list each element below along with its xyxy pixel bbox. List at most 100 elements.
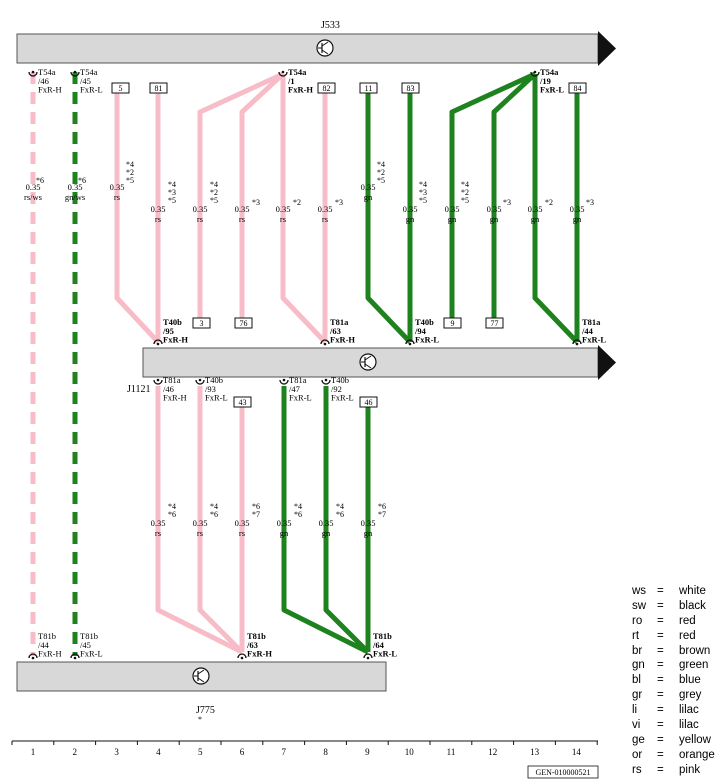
legend-equals: = <box>657 704 664 717</box>
terminal-box <box>111 82 130 94</box>
connector-label: /93 <box>205 384 216 394</box>
wire-color-code: rs <box>197 214 203 224</box>
legend-code: rs <box>632 763 642 776</box>
legend-color-name: orange <box>679 748 715 761</box>
connector-pin-icon <box>153 339 163 345</box>
wire-size: 0.35 <box>445 204 460 214</box>
legend-code: vi <box>632 719 641 732</box>
wire-footnote: *4 <box>377 160 385 169</box>
connector-label: T81b <box>38 631 56 641</box>
legend-equals: = <box>657 629 664 642</box>
connector-pin-dot <box>281 70 285 74</box>
connector-label: T40b <box>205 375 223 385</box>
terminal-number: 81 <box>155 84 163 93</box>
terminal-box <box>443 317 462 329</box>
connector-label: /45 <box>80 640 91 650</box>
wire-footnote: *6 <box>36 176 44 185</box>
wire-size: 0.35 <box>276 204 291 214</box>
connector-pin-dot <box>575 342 579 346</box>
transistor-collector <box>197 669 205 675</box>
terminal-box <box>568 82 587 94</box>
wire-size: 0.35 <box>110 182 125 192</box>
wire-color-code: rs <box>239 528 245 538</box>
legend-code: br <box>632 644 643 657</box>
transistor-icon <box>316 39 334 57</box>
connector-pin-dot <box>408 342 412 346</box>
wire-size: 0.35 <box>193 204 208 214</box>
transistor-circle <box>316 39 334 57</box>
wire-footnote: *2 <box>210 188 218 197</box>
wire-footnote: *2 <box>545 198 553 207</box>
column-number: 10 <box>405 747 415 757</box>
legend-color-name: black <box>679 599 706 612</box>
transistor-emitter <box>321 49 329 55</box>
connector-label: T40b <box>415 317 434 327</box>
wire-footnote: *6 <box>336 510 344 519</box>
legend-color-name: white <box>679 585 706 597</box>
connector-label: /95 <box>162 326 174 336</box>
legend-equals: = <box>657 674 664 687</box>
connector-label: FxR-H <box>163 335 188 345</box>
wire-size: 0.35 <box>26 182 41 192</box>
wire-footnote: *7 <box>378 510 386 519</box>
connector-label: /19 <box>539 76 551 86</box>
wire-footnote: *2 <box>126 168 134 177</box>
connector-pin-dot <box>282 378 286 382</box>
wire-footnote: *4 <box>168 502 176 511</box>
wire-color-code: rs <box>239 214 245 224</box>
column-number: 1 <box>31 747 36 757</box>
connector-label: T40b <box>331 375 349 385</box>
wire-footnote: *6 <box>294 510 302 519</box>
can-bus-bar <box>16 33 599 64</box>
connector-pin-dot <box>31 70 35 74</box>
wire-footnote: *4 <box>294 502 302 511</box>
wire-footnote: *3 <box>586 198 594 207</box>
connector-label: T54a <box>540 67 559 77</box>
legend-color-name: blue <box>679 674 701 687</box>
transistor-emitter <box>197 677 205 683</box>
connector-label: /92 <box>331 384 342 394</box>
connector-pin-icon <box>237 653 247 659</box>
connector-label: FxR-L <box>582 335 606 345</box>
pink-wire <box>197 386 244 654</box>
wire-footnote: *3 <box>252 198 260 207</box>
connector-pin-dot <box>73 656 77 660</box>
terminal-number: 43 <box>239 398 247 407</box>
terminal-box <box>317 82 336 94</box>
legend-color-name: grey <box>679 689 702 702</box>
wire-footnote: *6 <box>168 510 176 519</box>
wire-size: 0.35 <box>235 518 250 528</box>
legend-row: gn=green <box>632 658 722 673</box>
legend-equals: = <box>657 644 664 657</box>
legend-equals: = <box>657 748 664 761</box>
wire-footnote: *5 <box>210 196 218 205</box>
connector-label: T54a <box>80 67 98 77</box>
legend-code: or <box>632 748 643 761</box>
doc-code: GEN-010000521 <box>535 768 590 777</box>
legend-code: ro <box>632 614 643 627</box>
connector-pin-dot <box>198 378 202 382</box>
legend-row: or = orange <box>632 748 722 763</box>
terminal-number: 84 <box>574 84 582 93</box>
legend-equals: = <box>657 733 664 746</box>
terminal-box <box>485 317 504 329</box>
wire-size: 0.35 <box>193 518 208 528</box>
wire-size: 0.35 <box>487 204 502 214</box>
connector-pin-dot <box>240 656 244 660</box>
wire-color-code: gn/ws <box>65 192 85 202</box>
connector-pin-dot <box>156 342 160 346</box>
pink-wire <box>155 386 244 655</box>
connector-label: FxR-L <box>415 335 439 345</box>
terminal-number: 5 <box>119 84 123 93</box>
column-number: 8 <box>323 747 328 757</box>
terminal-box <box>233 396 252 408</box>
legend-color-name: red <box>679 614 696 627</box>
transistor-collector <box>321 41 329 47</box>
wire-size: 0.35 <box>361 182 376 192</box>
legend-row: li=lilac <box>632 703 722 718</box>
wire-footnote: *3 <box>168 188 176 197</box>
connector-label: FxR-H <box>38 85 62 95</box>
wire-footnote: *5 <box>461 196 469 205</box>
connector-label: /1 <box>287 76 295 86</box>
